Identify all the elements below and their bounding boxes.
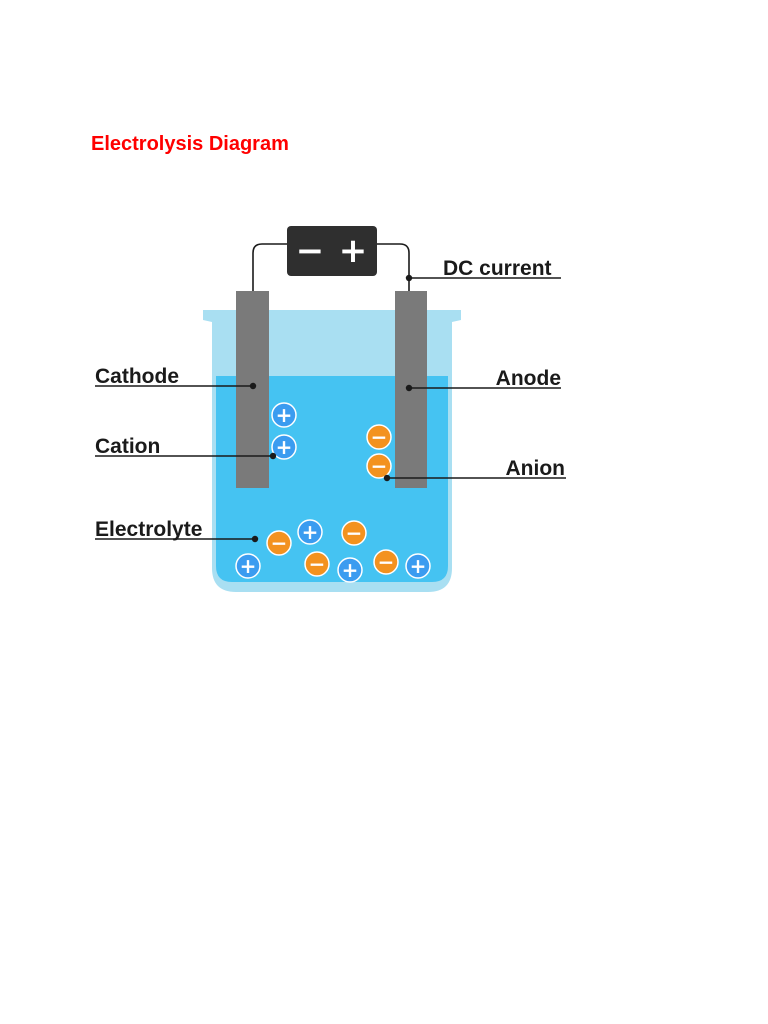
battery-body (287, 226, 377, 276)
anion-ion: − (366, 453, 392, 479)
battery-negative-sign: − (296, 231, 325, 271)
anion-ion: − (304, 551, 330, 577)
svg-text:+: + (276, 403, 293, 427)
dc-current-dot (405, 274, 413, 282)
anion-ion: − (366, 424, 392, 450)
leader-dots (249, 274, 413, 543)
svg-text:+: + (342, 558, 359, 582)
dc-power-source: − + (287, 226, 377, 276)
svg-text:−: − (271, 531, 288, 555)
cathode-wire (252, 243, 287, 291)
cation-dot (269, 452, 277, 460)
ions: + + − − − + − + (235, 402, 431, 583)
svg-text:−: − (371, 425, 388, 449)
electrolyte-label: Electrolyte (95, 518, 202, 541)
anode-wire (377, 243, 410, 291)
anion-dot (383, 474, 391, 482)
wire (252, 243, 410, 291)
battery-positive-sign: + (339, 231, 368, 271)
cation-ion: + (271, 402, 297, 428)
cation-label: Cation (95, 435, 160, 458)
electrolyte-dot (251, 535, 259, 543)
dc-current-label: DC current (443, 257, 552, 280)
cation-ion: + (235, 553, 261, 579)
electrolyte-liquid (216, 376, 448, 582)
cathode-electrode (236, 291, 269, 488)
cathode-label: Cathode (95, 365, 179, 388)
cation-ion: + (405, 553, 431, 579)
cation-ion: + (271, 434, 297, 460)
anion-ion: − (373, 549, 399, 575)
svg-text:+: + (276, 435, 293, 459)
anion-label: Anion (506, 457, 565, 480)
anion-ion: − (341, 520, 367, 546)
anode-dot (405, 384, 413, 392)
svg-text:−: − (346, 521, 363, 545)
svg-text:+: + (302, 520, 319, 544)
page-title: Electrolysis Diagram (91, 133, 289, 155)
anode-label: Anode (496, 367, 561, 390)
leader-lines (95, 277, 566, 540)
svg-text:−: − (378, 550, 395, 574)
cation-ion: + (297, 519, 323, 545)
svg-text:−: − (371, 454, 388, 478)
cation-ion: + (337, 557, 363, 583)
svg-text:+: + (240, 554, 257, 578)
svg-text:−: − (309, 552, 326, 576)
cathode-dot (249, 382, 257, 390)
anion-ion: − (266, 530, 292, 556)
svg-text:+: + (410, 554, 427, 578)
